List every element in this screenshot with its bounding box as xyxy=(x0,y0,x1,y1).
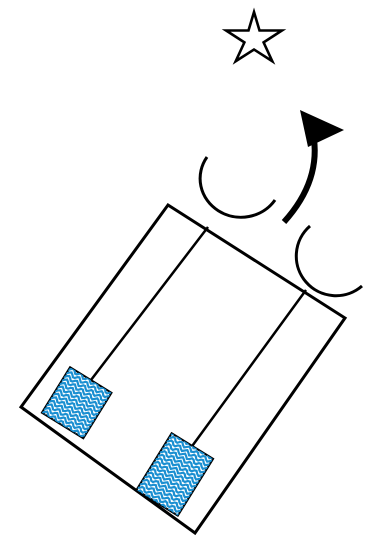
wave-line xyxy=(136,481,214,516)
wave-line xyxy=(159,438,214,494)
wave-line xyxy=(58,369,112,421)
wave-line xyxy=(136,477,214,516)
wave-line xyxy=(152,448,214,505)
wave-line xyxy=(60,367,112,418)
arrow-shaft xyxy=(281,132,318,225)
wave-line xyxy=(161,434,214,491)
wave-line xyxy=(62,367,112,414)
wave-line xyxy=(54,377,112,428)
wave-line xyxy=(145,459,214,516)
wave-line xyxy=(41,398,112,439)
wave-line xyxy=(137,473,214,516)
electrode-wire-left xyxy=(90,226,209,381)
wave-line xyxy=(47,387,112,439)
wave-line xyxy=(56,373,112,425)
electrode-cup-right xyxy=(294,224,363,298)
wave-line xyxy=(41,405,112,439)
wave-line xyxy=(49,384,112,436)
star-icon xyxy=(221,7,287,65)
electrode-plate-left xyxy=(40,365,113,440)
cell-container xyxy=(18,202,348,536)
electrode-plate-right xyxy=(135,431,215,517)
electrode-cup-left xyxy=(198,156,277,219)
wave-line xyxy=(141,466,214,516)
wave-line xyxy=(41,402,112,439)
wave-line xyxy=(163,433,214,487)
wave-line xyxy=(157,441,214,498)
wave-line xyxy=(51,380,112,432)
wave-line xyxy=(148,456,214,512)
arrow-head xyxy=(300,110,344,147)
wave-line xyxy=(154,445,214,501)
wave-line xyxy=(165,433,214,483)
electrode-wire-right xyxy=(188,289,308,450)
wave-line xyxy=(143,463,214,516)
wave-line xyxy=(150,452,214,508)
curved-arrow-icon xyxy=(281,110,344,225)
